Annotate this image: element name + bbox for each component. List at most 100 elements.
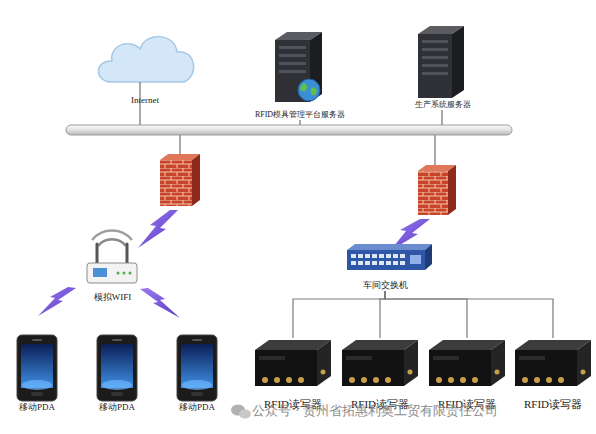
server-tower <box>279 70 306 73</box>
node-label: 生产系统服务器 <box>415 101 471 110</box>
wechat-icon <box>231 405 251 419</box>
server-tower <box>275 32 322 102</box>
node-label: 车间交换机 <box>363 281 408 291</box>
node-label: RFID模具管理平台服务器 <box>255 111 345 120</box>
network-switch <box>351 254 405 265</box>
reader-node: RFID读写器 <box>424 338 510 410</box>
pda-device <box>177 335 217 401</box>
globe-icon <box>311 88 317 96</box>
network-switch <box>372 261 377 265</box>
rfid-reader <box>255 340 331 386</box>
server-tower <box>279 46 306 49</box>
firewall <box>160 160 192 206</box>
network-switch <box>365 261 370 265</box>
internet-cloud <box>99 37 194 82</box>
node-label: 移动PDA <box>19 403 55 413</box>
wifi-router <box>98 239 126 246</box>
network-bus <box>66 125 512 135</box>
bus-drop-line <box>299 120 301 125</box>
server-tower <box>422 72 448 75</box>
network-switch <box>351 261 356 265</box>
network-switch <box>347 244 432 250</box>
node-label: RFID读写器 <box>524 398 582 410</box>
wifi-router <box>93 268 107 277</box>
server-tower <box>422 56 448 59</box>
wifi-router <box>87 263 137 283</box>
firewall <box>418 165 456 215</box>
wireless-bolt <box>38 210 430 318</box>
network-switch <box>386 261 391 265</box>
wifi-router <box>126 244 129 264</box>
wifi-router <box>92 231 132 240</box>
network-switch <box>351 254 356 258</box>
server-tower <box>418 34 452 98</box>
network-switch <box>393 254 398 258</box>
rfid-reader <box>342 340 418 386</box>
wifi-router <box>87 231 137 283</box>
switch-node: 车间交换机 <box>340 243 430 291</box>
node-label: 移动PDA <box>99 403 135 413</box>
pda-node: 移动PDA <box>172 333 222 413</box>
reader-node: RFID读写器 <box>337 338 423 410</box>
bus-drop-line <box>441 110 443 125</box>
network-switch <box>400 261 405 265</box>
connector-line <box>293 291 385 338</box>
firewall <box>418 171 448 215</box>
network-switch <box>358 261 363 265</box>
wifi-router <box>129 272 132 275</box>
rfid-reader <box>429 340 505 386</box>
wifi-router <box>123 272 126 275</box>
wireless-bolt <box>138 210 178 248</box>
pda-device <box>17 335 57 401</box>
pda-node: 移动PDA <box>12 333 62 413</box>
firewall <box>448 165 456 215</box>
connector-line <box>385 291 553 338</box>
wifi-router <box>96 244 99 264</box>
server-tower <box>279 54 306 57</box>
rfid-reader <box>515 340 591 386</box>
network-switch <box>365 254 370 258</box>
network-switch <box>393 261 398 265</box>
globe-icon <box>298 79 320 101</box>
wechat-icon <box>239 410 251 419</box>
network-switch <box>347 250 425 270</box>
wireless-bolt <box>38 287 76 316</box>
network-switch <box>347 244 432 270</box>
network-switch <box>410 255 421 264</box>
server-tower <box>279 62 306 65</box>
server-tower <box>422 64 448 67</box>
server-node: RFID模具管理平台服务器 <box>235 32 365 120</box>
network-bus <box>66 125 512 135</box>
network-switch <box>379 261 384 265</box>
node-label: 移动PDA <box>179 403 215 413</box>
network-switch <box>425 244 432 270</box>
network-switch <box>372 254 377 258</box>
wifi-router <box>117 272 120 275</box>
firewall <box>192 154 200 206</box>
globe-icon <box>300 83 307 91</box>
wireless-bolt <box>140 288 180 318</box>
cloud-node: Internet <box>95 25 195 106</box>
pda-device <box>97 335 137 401</box>
server-tower <box>418 26 464 98</box>
node-label: 模拟WIFI <box>94 293 132 303</box>
reader-node: RFID读写器 <box>510 338 596 410</box>
router-node: 模拟WIFI <box>75 236 150 303</box>
network-switch <box>379 254 384 258</box>
connector-line <box>380 291 385 338</box>
pda-node: 移动PDA <box>92 333 142 413</box>
server-tower <box>422 40 448 43</box>
network-switch <box>358 254 363 258</box>
server-tower <box>452 26 464 98</box>
firewall <box>160 154 200 206</box>
node-label: Internet <box>131 96 159 106</box>
reader-node: RFID读写器 <box>250 338 336 410</box>
globe-icon <box>298 79 320 101</box>
network-switch <box>400 254 405 258</box>
internet-cloud <box>99 37 194 82</box>
connector-line <box>385 291 467 338</box>
server-node: 生产系统服务器 <box>395 24 490 110</box>
